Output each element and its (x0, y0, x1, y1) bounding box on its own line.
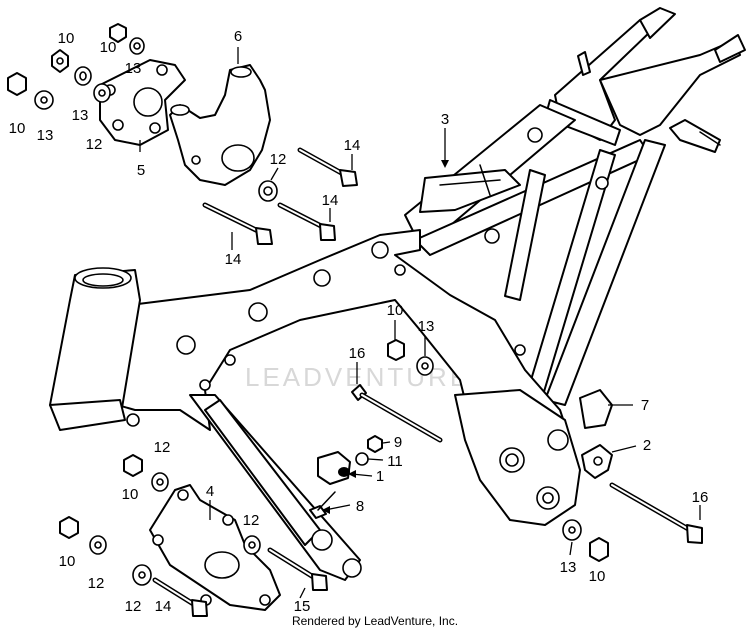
nut-10-lower-a[interactable] (123, 454, 143, 477)
label-12: 12 (154, 439, 171, 456)
label-10: 10 (387, 302, 404, 319)
washer-13-b[interactable] (129, 37, 145, 55)
washer-12-lower-d[interactable] (243, 535, 261, 555)
bolt-16-b[interactable] (609, 482, 703, 544)
label-13: 13 (72, 107, 89, 124)
pad-7[interactable] (579, 389, 613, 429)
label-10: 10 (122, 486, 139, 503)
label-1: 1 (376, 468, 384, 485)
label-14: 14 (344, 137, 361, 154)
engine-mount-bracket-4[interactable] (149, 484, 281, 611)
main-frame[interactable] (49, 7, 746, 581)
label-5: 5 (137, 162, 145, 179)
callout-leaders (139, 47, 701, 599)
nut-10-lower-b[interactable] (59, 516, 79, 539)
seat-bolt-stud (577, 51, 591, 76)
spacer-1[interactable] (317, 451, 351, 485)
label-4: 4 (206, 483, 214, 500)
label-13: 13 (418, 318, 435, 335)
nut-10-left[interactable] (7, 72, 27, 96)
label-13: 13 (560, 559, 577, 576)
label-12: 12 (86, 136, 103, 153)
bolt-14-c[interactable] (202, 202, 273, 245)
clip-2[interactable] (581, 444, 613, 479)
washer-12-lower-a[interactable] (151, 472, 169, 492)
label-14: 14 (155, 598, 172, 615)
label-12: 12 (125, 598, 142, 615)
engine-hanger-plate-5[interactable] (99, 59, 186, 146)
label-10: 10 (58, 30, 75, 47)
label-12: 12 (243, 512, 260, 529)
label-12: 12 (270, 151, 287, 168)
label-10: 10 (100, 39, 117, 56)
label-16: 16 (349, 345, 366, 362)
engine-hanger-plate-6[interactable] (169, 64, 271, 186)
nut-10-center[interactable] (387, 339, 405, 361)
label-13: 13 (37, 127, 54, 144)
label-13: 13 (125, 60, 142, 77)
washer-13-a[interactable] (74, 66, 92, 86)
washer-12-top[interactable] (93, 83, 111, 103)
label-11: 11 (387, 453, 403, 470)
label-3: 3 (441, 111, 449, 128)
washer-13-c[interactable] (34, 90, 54, 110)
label-12: 12 (88, 575, 105, 592)
washer-13-lower-right[interactable] (562, 519, 582, 541)
bolt-16-a[interactable] (351, 384, 443, 443)
nut-10-lower-right[interactable] (589, 537, 609, 562)
label-15: 15 (294, 598, 311, 615)
label-10: 10 (589, 568, 606, 585)
bolt-8[interactable] (309, 491, 336, 519)
nut-10-top-a[interactable] (51, 49, 69, 73)
nut-9[interactable] (367, 435, 383, 453)
nut-10-top-b[interactable] (109, 23, 127, 43)
label-16: 16 (692, 489, 709, 506)
label-8: 8 (356, 498, 364, 515)
label-7: 7 (641, 397, 649, 414)
washer-12-lower-c[interactable] (132, 564, 152, 586)
washer-11[interactable] (355, 452, 369, 466)
bolt-14-d[interactable] (152, 577, 208, 617)
bolt-14-a[interactable] (297, 147, 358, 187)
label-2: 2 (643, 437, 651, 454)
bolt-15[interactable] (267, 547, 328, 591)
label-10: 10 (59, 553, 76, 570)
bolt-14-b[interactable] (277, 202, 336, 241)
washer-12-mid[interactable] (258, 180, 278, 202)
label-10: 10 (9, 120, 26, 137)
washer-12-lower-b[interactable] (89, 535, 107, 555)
shock-mount-stud (669, 119, 721, 153)
label-9: 9 (394, 434, 402, 451)
label-14: 14 (225, 251, 242, 268)
callout-labels: 10 10 13 13 10 13 12 5 6 3 14 12 14 14 1… (9, 28, 709, 615)
label-6: 6 (234, 28, 242, 45)
rendered-by-footer: Rendered by LeadVenture, Inc. (291, 614, 459, 628)
label-14: 14 (322, 192, 339, 209)
washer-13-center[interactable] (416, 356, 434, 376)
